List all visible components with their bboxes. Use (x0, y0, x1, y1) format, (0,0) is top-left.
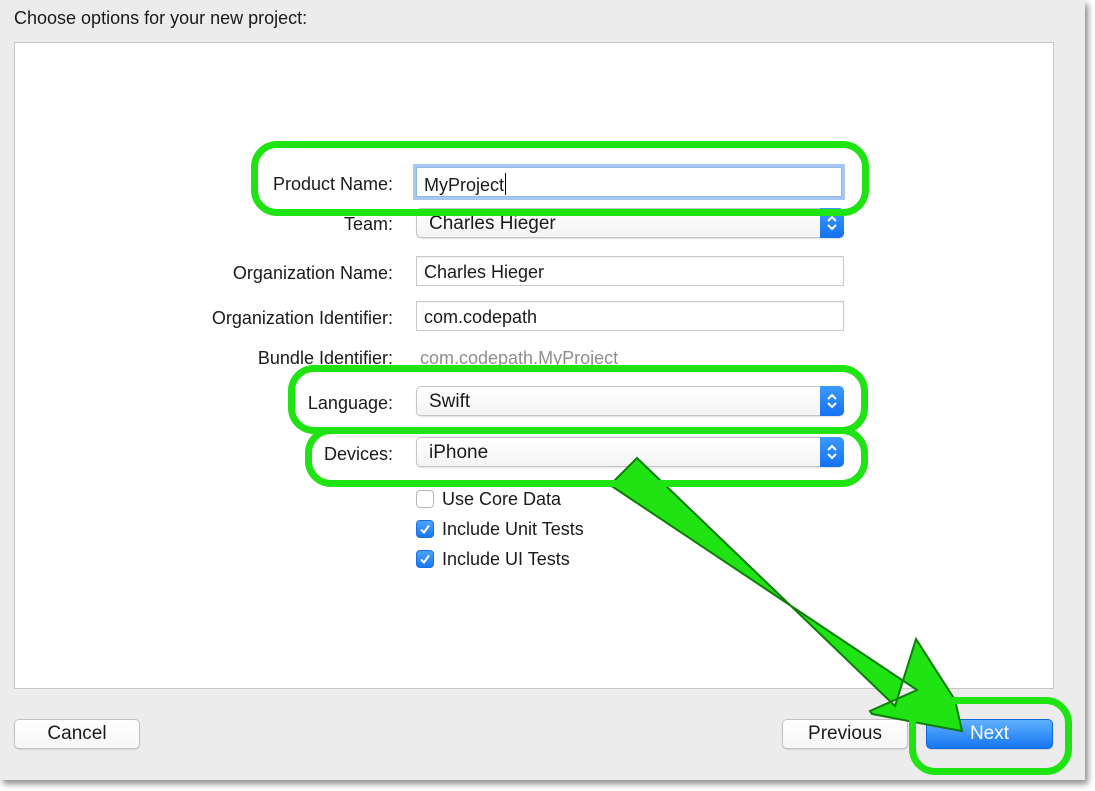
include-unit-tests-label: Include Unit Tests (442, 518, 584, 539)
product-name-field[interactable]: MyProject (416, 167, 842, 197)
devices-label: Devices: (323, 444, 393, 464)
product-name-value: MyProject (424, 175, 505, 195)
organization-name-value: Charles Hieger (424, 262, 545, 282)
organization-identifier-field[interactable]: com.codepath (416, 301, 844, 331)
include-ui-tests-checkbox[interactable]: Include UI Tests (416, 548, 570, 570)
checkbox-box[interactable] (416, 520, 434, 538)
language-label: Language: (307, 393, 393, 413)
devices-popup[interactable]: iPhone (416, 437, 844, 467)
include-unit-tests-checkbox[interactable]: Include Unit Tests (416, 518, 584, 540)
team-label: Team: (343, 214, 393, 234)
language-popup[interactable]: Swift (416, 386, 844, 416)
product-name-label: Product Name: (272, 174, 393, 194)
text-caret (505, 173, 507, 195)
up-down-chevron-icon (820, 386, 844, 416)
devices-value: iPhone (429, 442, 489, 463)
previous-button[interactable]: Previous (782, 719, 908, 749)
organization-identifier-value: com.codepath (424, 307, 538, 327)
sheet-title: Choose options for your new project: (14, 8, 308, 28)
team-value: Charles Hieger (429, 213, 556, 234)
next-button[interactable]: Next (926, 719, 1053, 749)
checkmark-icon (420, 554, 430, 565)
bundle-identifier-value: com.codepath.MyProject (420, 348, 619, 368)
organization-name-label: Organization Name: (232, 263, 393, 283)
checkbox-box[interactable] (416, 490, 434, 508)
cancel-button[interactable]: Cancel (14, 719, 140, 749)
up-down-chevron-icon (820, 437, 844, 467)
checkmark-icon (420, 524, 430, 535)
organization-identifier-label: Organization Identifier: (211, 308, 393, 328)
organization-name-field[interactable]: Charles Hieger (416, 256, 844, 286)
language-value: Swift (429, 391, 471, 412)
checkbox-box[interactable] (416, 550, 434, 568)
include-ui-tests-label: Include UI Tests (442, 548, 570, 569)
arrow-icon (608, 456, 964, 733)
use-core-data-label: Use Core Data (442, 488, 562, 509)
bundle-identifier-label: Bundle Identifier: (257, 348, 393, 368)
use-core-data-checkbox[interactable]: Use Core Data (416, 488, 561, 510)
